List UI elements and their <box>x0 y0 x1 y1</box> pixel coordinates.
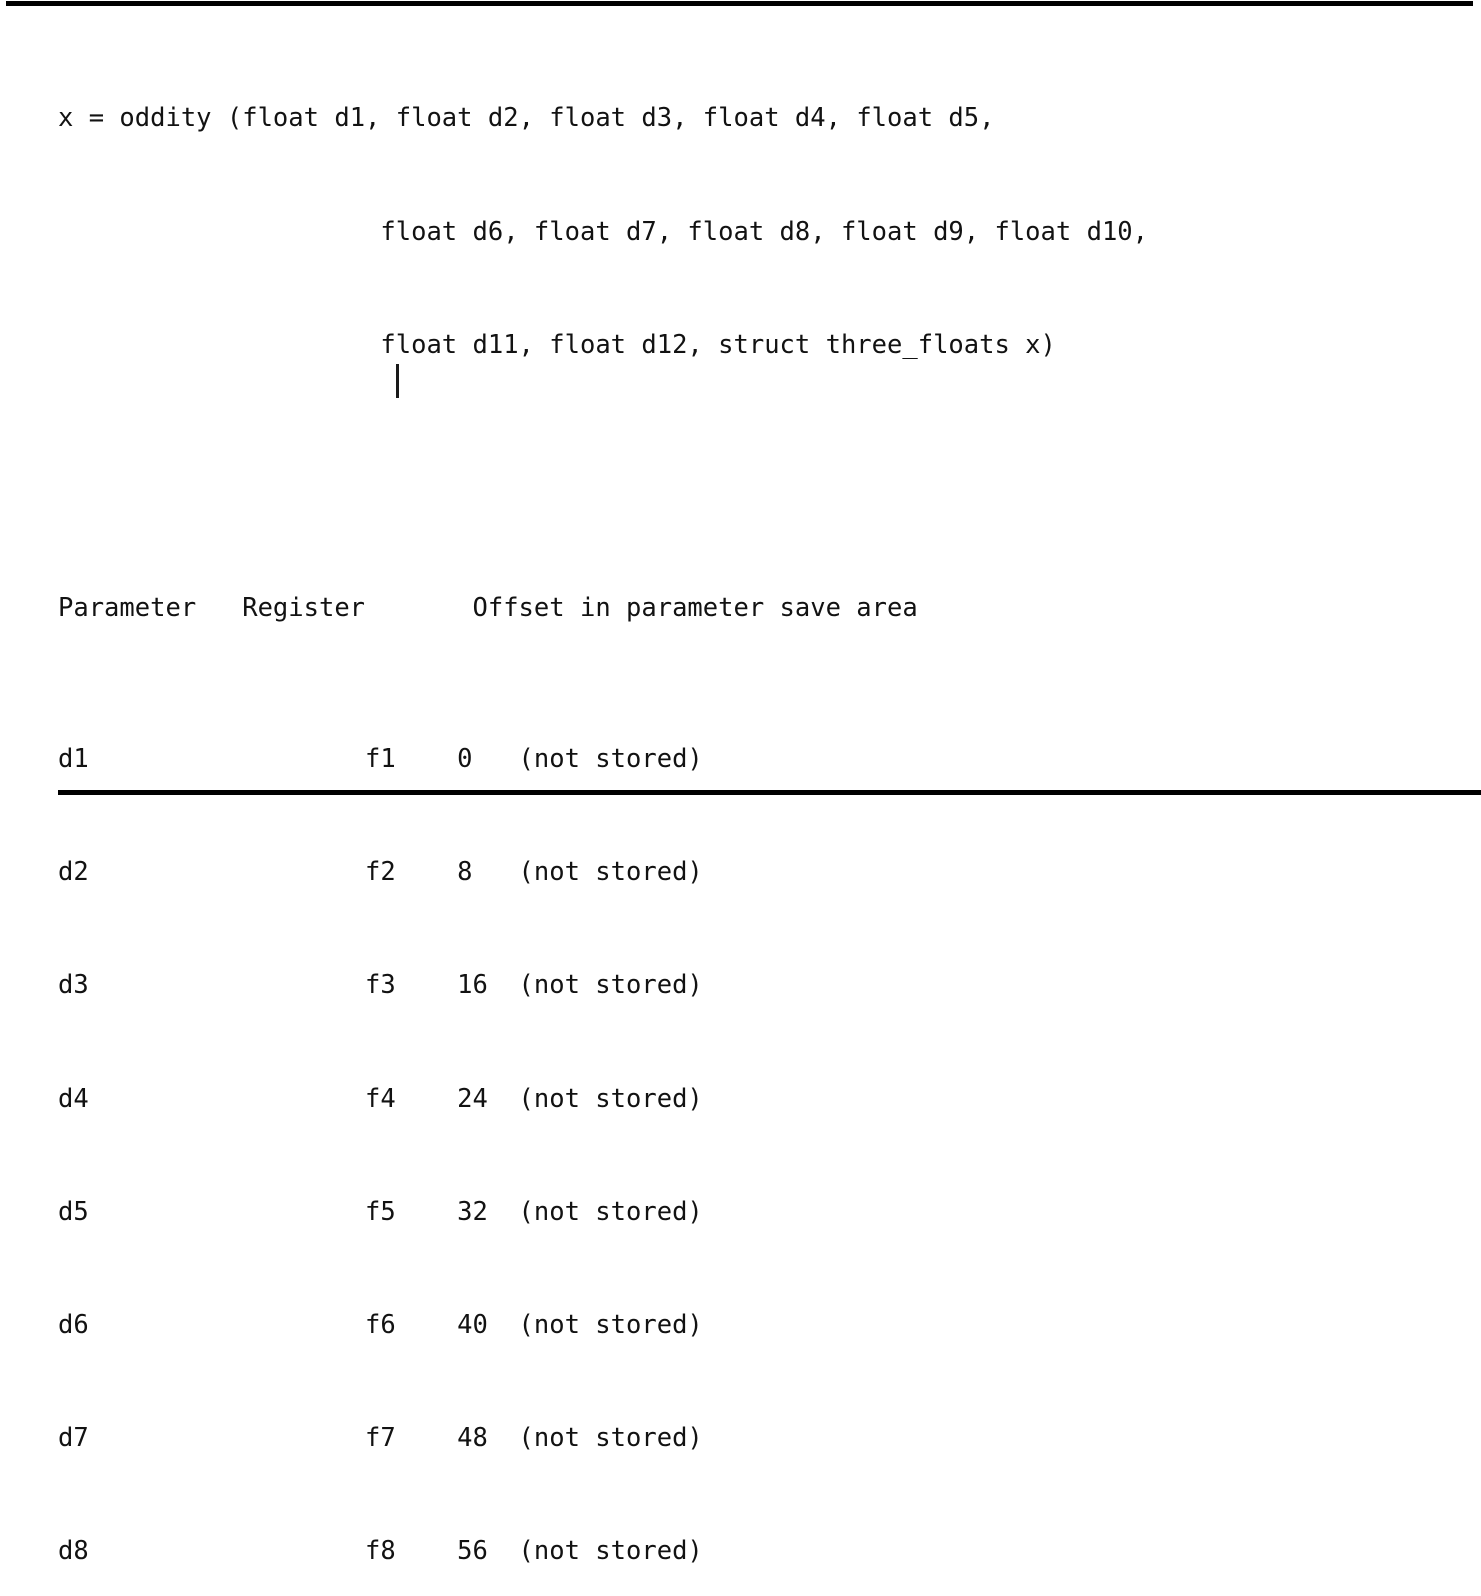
parameter-cell: d4 <box>58 1083 89 1114</box>
header-register: Register <box>242 593 366 624</box>
offset-cell: 24 <box>457 1083 488 1114</box>
parameter-cell: d1 <box>58 744 89 775</box>
blank-line <box>58 440 1148 478</box>
function-signature-line-3: float d11, float d12, struct three_float… <box>380 329 1056 360</box>
note-cell: (not stored) <box>518 1535 703 1566</box>
note-cell: (not stored) <box>518 1196 703 1227</box>
header-parameter: Parameter <box>58 593 197 624</box>
table-row: d7 f7 48 (not stored) <box>58 1420 1148 1458</box>
table-row: d6 f6 40 (not stored) <box>58 1307 1148 1345</box>
register-cell: f2 <box>365 857 396 888</box>
register-cell: f1 <box>365 744 396 775</box>
table-row: d8 f8 56 (not stored) <box>58 1533 1148 1571</box>
parameter-cell: d2 <box>58 857 89 888</box>
offset-cell: 56 <box>457 1535 488 1566</box>
offset-cell: 16 <box>457 970 488 1001</box>
register-cell: f7 <box>365 1422 396 1453</box>
register-cell: f3 <box>365 970 396 1001</box>
register-cell: f8 <box>365 1535 396 1566</box>
table-row: d1 f1 0 (not stored) <box>58 741 1148 779</box>
offset-cell: 48 <box>457 1422 488 1453</box>
offset-cell: 8 <box>457 857 473 888</box>
offset-cell: 40 <box>457 1309 488 1340</box>
table-row: d2 f2 8 (not stored) <box>58 854 1148 892</box>
table-row: d5 f5 32 (not stored) <box>58 1194 1148 1232</box>
table-row: d4 f4 24 (not stored) <box>58 1081 1148 1119</box>
function-signature-line-1: x = oddity (float d1, float d2, float d3… <box>58 103 995 134</box>
note-cell: (not stored) <box>518 970 703 1001</box>
bottom-horizontal-rule <box>58 790 1481 795</box>
table-row: d3 f3 16 (not stored) <box>58 967 1148 1005</box>
parameter-cell: d7 <box>58 1422 89 1453</box>
note-cell: (not stored) <box>518 1309 703 1340</box>
table-header-row: Parameter Register Offset in parameter s… <box>58 590 1148 628</box>
note-cell: (not stored) <box>518 1083 703 1114</box>
note-cell: (not stored) <box>518 1422 703 1453</box>
offset-cell: 0 <box>457 744 473 775</box>
text-caret <box>396 364 399 398</box>
note-cell: (not stored) <box>518 744 703 775</box>
parameter-cell: d5 <box>58 1196 89 1227</box>
offset-cell: 32 <box>457 1196 488 1227</box>
parameter-cell: d6 <box>58 1309 89 1340</box>
code-figure[interactable]: x = oddity (float d1, float d2, float d3… <box>58 25 1148 1596</box>
note-cell: (not stored) <box>518 857 703 888</box>
top-horizontal-rule <box>6 1 1473 6</box>
parameter-cell: d8 <box>58 1535 89 1566</box>
header-offset: Offset in parameter save area <box>472 593 918 624</box>
register-cell: f4 <box>365 1083 396 1114</box>
function-signature-line-2: float d6, float d7, float d8, float d9, … <box>380 216 1149 247</box>
register-cell: f6 <box>365 1309 396 1340</box>
parameter-cell: d3 <box>58 970 89 1001</box>
register-cell: f5 <box>365 1196 396 1227</box>
